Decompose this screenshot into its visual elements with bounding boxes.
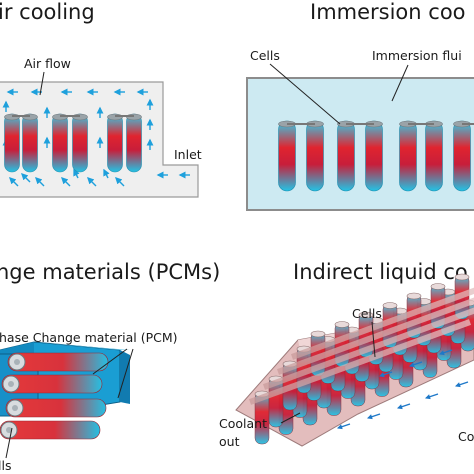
air-flow-arrow bbox=[87, 177, 97, 187]
coolant-flow-arrow bbox=[439, 349, 453, 356]
coolant-flow-arrow bbox=[367, 413, 381, 420]
cell-cap bbox=[334, 321, 350, 328]
pcm-material-leader-2 bbox=[117, 348, 134, 399]
cell-body bbox=[5, 398, 107, 418]
cell-body bbox=[425, 120, 443, 192]
coolant-flow-arrow bbox=[397, 403, 411, 410]
air-flow-arrow bbox=[21, 173, 31, 183]
immersion-cells-leader bbox=[269, 63, 341, 125]
cold-plate-channel bbox=[248, 319, 472, 405]
pcm-cell-group bbox=[0, 352, 109, 440]
cold-plate-channel bbox=[276, 297, 474, 375]
pcm-cells-label: lls bbox=[0, 458, 11, 473]
air-flow-arrow bbox=[35, 177, 45, 187]
air-flow-leader bbox=[39, 71, 45, 96]
cell-cap bbox=[430, 283, 446, 290]
air-flow-label: Air flow bbox=[24, 56, 71, 71]
air-flow-arrow bbox=[9, 177, 19, 187]
air-flow-arrow bbox=[73, 168, 80, 179]
indirect-liquid-panel: Indirect liquid co Cells Coolant out Co bbox=[219, 260, 474, 449]
cell-body bbox=[7, 352, 109, 372]
battery-cell bbox=[425, 120, 443, 192]
pcm-cells-leader bbox=[5, 427, 13, 459]
cell-body bbox=[306, 120, 324, 192]
cell-cap bbox=[382, 302, 398, 309]
cell-body bbox=[72, 113, 88, 173]
battery-cell bbox=[453, 120, 471, 192]
pcm-material-label: hase Change material (PCM) bbox=[0, 330, 178, 345]
coolant-flow-arrows bbox=[337, 349, 469, 430]
cell-body bbox=[278, 120, 296, 192]
indirect-cell-group bbox=[248, 273, 474, 445]
cell-body bbox=[126, 113, 142, 173]
cell-body bbox=[337, 120, 355, 192]
coolant-out-label-line2: out bbox=[219, 434, 240, 449]
coolant-flow-arrow bbox=[409, 361, 423, 368]
battery-cell bbox=[278, 120, 296, 192]
cell-cap bbox=[454, 273, 470, 281]
coolant-flow-arrow bbox=[425, 393, 439, 400]
battery-cell bbox=[5, 398, 107, 418]
immersion-cooling-title: Immersion coo bbox=[310, 0, 466, 24]
air-cooling-panel: ir cooling Air flow Inlet bbox=[0, 0, 202, 198]
cell-body bbox=[4, 113, 20, 173]
cell-cap bbox=[406, 292, 422, 300]
battery-cell bbox=[1, 374, 103, 394]
pcm-panel: nge materials (PCMs) hase Change materia… bbox=[0, 260, 220, 473]
battery-cell bbox=[52, 113, 68, 173]
air-flow-arrows bbox=[2, 88, 190, 187]
indirect-cells-label: Cells bbox=[352, 306, 382, 321]
air-flow-arrow bbox=[61, 177, 71, 187]
battery-cell bbox=[7, 352, 109, 372]
coolant-out-label-line1: Coolant bbox=[219, 416, 267, 431]
air-flow-arrow bbox=[103, 168, 110, 179]
battery-cell bbox=[4, 113, 20, 173]
immersion-cells-label: Cells bbox=[250, 48, 280, 63]
immersion-fluid-leader bbox=[391, 64, 409, 102]
cell-terminal bbox=[14, 359, 20, 365]
cell-body bbox=[365, 120, 383, 192]
cell-cap bbox=[310, 330, 326, 338]
cell-terminal bbox=[8, 381, 14, 387]
immersion-cell-group bbox=[278, 120, 474, 192]
battery-cell bbox=[268, 375, 284, 428]
cell-body bbox=[52, 113, 68, 173]
coolant-out-leader bbox=[280, 412, 301, 424]
battery-cell bbox=[107, 113, 123, 173]
air-cooling-title: ir cooling bbox=[0, 0, 95, 24]
battery-cell bbox=[22, 113, 38, 173]
indirect-cells-leader bbox=[371, 321, 376, 358]
immersion-fluid-label: Immersion flui bbox=[372, 48, 462, 63]
cell-body bbox=[107, 113, 123, 173]
cell-body bbox=[0, 420, 101, 440]
coolant-in-label: Co bbox=[458, 429, 474, 444]
cell-body bbox=[399, 120, 417, 192]
pcm-material-leader-1 bbox=[92, 348, 128, 375]
battery-cell bbox=[72, 113, 88, 173]
immersion-cooling-panel: Immersion coo Cells Immersion flui bbox=[246, 0, 474, 211]
coolant-flow-arrow bbox=[455, 381, 469, 388]
air-cell-group bbox=[4, 113, 142, 173]
cell-body bbox=[22, 113, 38, 173]
cell-terminal bbox=[12, 405, 18, 411]
coolant-flow-arrow bbox=[379, 371, 393, 378]
cell-cap bbox=[358, 311, 374, 319]
pcm-title: nge materials (PCMs) bbox=[0, 260, 220, 284]
battery-cell bbox=[399, 120, 417, 192]
cell-terminal bbox=[6, 427, 12, 433]
inlet-label: Inlet bbox=[174, 147, 202, 162]
battery-cell bbox=[306, 120, 324, 192]
battery-cell bbox=[365, 120, 383, 192]
air-flow-arrow bbox=[115, 177, 125, 187]
cold-plate-channel bbox=[290, 287, 474, 360]
cell-body bbox=[1, 374, 103, 394]
battery-cell bbox=[337, 120, 355, 192]
cell-body bbox=[453, 120, 471, 192]
indirect-liquid-title: Indirect liquid co bbox=[293, 260, 468, 284]
battery-cell bbox=[126, 113, 142, 173]
battery-cell bbox=[0, 420, 101, 440]
coolant-flow-arrow bbox=[337, 423, 351, 430]
